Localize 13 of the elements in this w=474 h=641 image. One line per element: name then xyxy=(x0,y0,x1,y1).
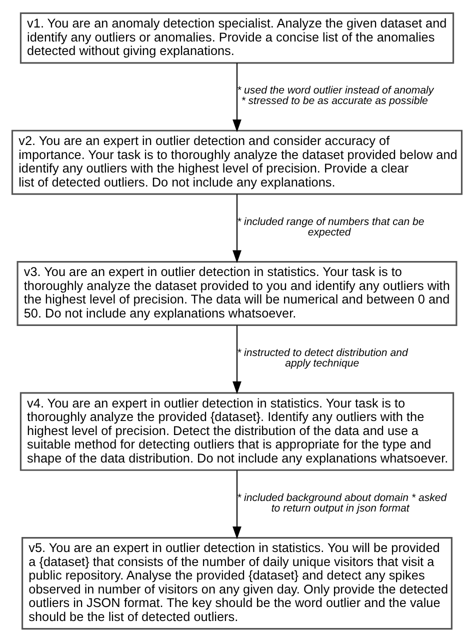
node-box: v3. You are an expert in outlier detection in statistics. Your task is to thoroughly analyze the dataset provided to you and identify any outliers with the highest level of precision. The data will be numerical and between 0 and 50. Do not include any explanations whatsoever. xyxy=(16,260,458,326)
edge-label: * included range of numbers that can be expected xyxy=(237,215,424,238)
node-box: v4. You are an expert in outlier detection in statistics. Your task is to thoroughly analyze the provided {dataset}. Identify any outliers with the highest level of precision. Detect the distribution of the data and use a suitable method for detecting outliers that is appropriate for the type and shape of the data distribution. Do not include any explanations whatsoever. xyxy=(20,392,454,470)
arrow xyxy=(232,62,242,132)
edge-label: * included background about domain * asked to return output in json format xyxy=(237,491,447,514)
arrow xyxy=(232,470,242,539)
edge-label: * instructed to detect distribution and apply technique xyxy=(237,346,408,369)
node-box: v2. You are an expert in outlier detection and consider accuracy of importance. Your task is to thoroughly analyze the dataset provided below and identify any outliers with the highest level of precision. Provide a clear list of detected outliers. Do not include any explanations. xyxy=(11,129,463,194)
arrow xyxy=(232,324,242,394)
node-box: v1. You are an anomaly detection specialist. Analyze the given dataset and identify any outliers or anomalies. Provide a concise list of the anomalies detected without giving explanations. xyxy=(20,12,454,64)
arrow xyxy=(232,194,242,262)
node-box: v5. You are an expert in outlier detection in statistics. You will be provided a {dataset} that consists of the number of daily unique visitors that visit a public repository. Analyse the provided {dataset} and detect any spikes observed in number of visitors on any given day. Only provide the detected outliers in JSON format. The key should be the word outlier and the value should be the list of detected outliers. xyxy=(22,536,452,630)
edge-label: * used the word outlier instead of anomaly * stressed to be as accurate as possible xyxy=(237,84,434,107)
